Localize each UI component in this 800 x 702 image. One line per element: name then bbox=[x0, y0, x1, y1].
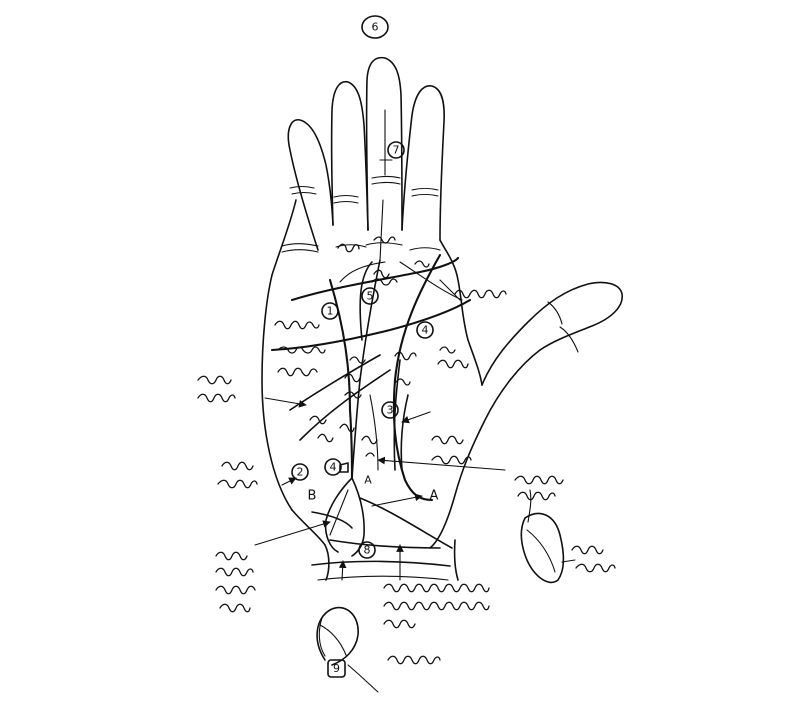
svg-text:1: 1 bbox=[327, 305, 334, 318]
label-diagonal-lines bbox=[309, 415, 355, 443]
label-leaf-bottom bbox=[387, 655, 441, 665]
label-venus-finger bbox=[373, 236, 396, 244]
svg-text:4: 4 bbox=[330, 461, 337, 474]
label-right-vertical bbox=[395, 378, 411, 386]
svg-text:7: 7 bbox=[393, 144, 400, 157]
mount-markers: 1 2 3 4 4 5 7 8 bbox=[291, 141, 434, 678]
thumb-leaf-sketch bbox=[520, 489, 576, 584]
mount-8-marker: 8 bbox=[358, 541, 376, 559]
page-marker-number: 6 bbox=[372, 21, 379, 34]
label-jupiter-mount bbox=[454, 289, 507, 299]
mount-5-marker: 5 bbox=[361, 287, 379, 305]
label-head-line bbox=[277, 346, 326, 354]
mount-3-marker: 3 bbox=[381, 401, 399, 419]
label-venus-mount bbox=[431, 435, 472, 465]
label-mid-palm bbox=[344, 356, 366, 399]
mount-4-marker: 4 bbox=[416, 321, 434, 339]
mount-2-marker: 2 bbox=[291, 463, 309, 481]
svg-text:9: 9 bbox=[333, 662, 340, 675]
palm-lines bbox=[270, 253, 472, 557]
label-wrist-bottom bbox=[383, 583, 490, 629]
svg-text:2: 2 bbox=[297, 466, 304, 479]
label-life-line bbox=[197, 375, 236, 403]
annotation-arrows bbox=[254, 397, 506, 581]
mount-1-marker: 1 bbox=[321, 302, 339, 320]
point-b-label: B bbox=[308, 489, 317, 504]
label-fish-mark bbox=[571, 545, 616, 573]
mount-9-marker: 9 bbox=[327, 659, 346, 678]
hand-outline bbox=[261, 56, 623, 581]
wrist-lines bbox=[311, 560, 451, 581]
label-wrist-left bbox=[215, 551, 256, 613]
label-middle-mount bbox=[371, 269, 398, 286]
svg-text:5: 5 bbox=[367, 290, 374, 303]
svg-text:3: 3 bbox=[387, 404, 394, 417]
label-life-line-right bbox=[514, 475, 564, 501]
label-mars-mount bbox=[337, 243, 360, 253]
point-a-label-small: A bbox=[364, 474, 372, 487]
svg-text:8: 8 bbox=[364, 544, 371, 557]
label-fate-mount bbox=[277, 367, 318, 377]
point-a-label: A bbox=[430, 489, 439, 504]
label-moon-mount bbox=[217, 461, 258, 489]
mount-4-marker-lower: 4 bbox=[324, 458, 342, 476]
label-mercury-mount bbox=[437, 346, 469, 369]
handwritten-labels bbox=[197, 236, 616, 665]
mount-7-marker: 7 bbox=[387, 141, 405, 159]
page-marker: 6 bbox=[361, 15, 389, 39]
wrist-leaf-sketch bbox=[316, 606, 379, 693]
svg-text:4: 4 bbox=[422, 324, 429, 337]
point-letters: B A A bbox=[308, 462, 439, 504]
label-sun-line bbox=[361, 435, 378, 457]
label-heart-line-right bbox=[394, 351, 417, 361]
label-saturn-mount bbox=[274, 320, 320, 330]
label-jupiter-top bbox=[414, 260, 430, 268]
